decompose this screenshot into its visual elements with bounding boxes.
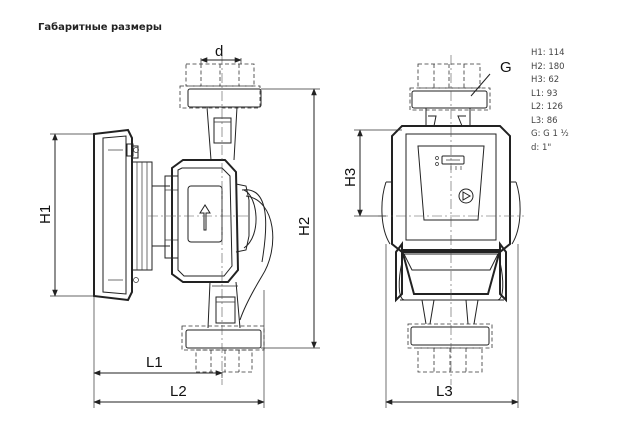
- side-bottom-nut: [181, 325, 265, 373]
- front-dimensions: G H3 L3: [342, 59, 519, 408]
- side-top-nut: [179, 63, 261, 109]
- front-top-nut: [409, 63, 491, 111]
- side-stator: [131, 161, 170, 271]
- side-volute-outlet: [239, 195, 274, 321]
- spec-G: G: G 1 ½: [531, 129, 569, 139]
- dimension-label-L1: L1: [146, 354, 163, 371]
- dimension-specs-list: H1: 114 H2: 180 H3: 62 L1: 93 L2: 126 L3…: [531, 47, 569, 155]
- front-bottom-neck: [421, 299, 479, 325]
- front-view: [378, 55, 524, 385]
- front-lower-body: [395, 241, 507, 303]
- spec-H1: H1: 114: [531, 48, 565, 58]
- side-bottom-flange: [185, 329, 262, 349]
- side-view: [93, 55, 274, 385]
- dimension-label-G: G: [500, 59, 512, 76]
- front-top-neck: [425, 108, 471, 127]
- front-bottom-nut: [407, 323, 493, 373]
- side-top-neck: [206, 106, 238, 161]
- spec-L3: L3: 86: [531, 115, 558, 126]
- dimension-label-d: d: [215, 43, 223, 60]
- side-top-flange: [187, 88, 262, 108]
- spec-L1: L1: 93: [531, 88, 558, 99]
- side-dimensions: d H1 H2 L1 L2: [37, 43, 320, 408]
- dimension-label-H3: H3: [342, 168, 359, 187]
- spec-H3: H3: 62: [531, 75, 560, 85]
- front-housing: [381, 125, 521, 253]
- spec-L2: L2: 126: [531, 102, 563, 112]
- side-bottom-neck: [207, 281, 241, 329]
- dimension-label-L3: L3: [436, 383, 453, 400]
- dimension-label-H1: H1: [37, 205, 54, 224]
- dimension-label-H2: H2: [296, 217, 313, 236]
- side-pump-body: [164, 159, 257, 283]
- front-top-flange: [411, 90, 488, 109]
- front-bottom-flange: [410, 326, 490, 346]
- page-title: Габаритные размеры: [38, 22, 162, 33]
- spec-d: d: 1": [531, 142, 552, 153]
- dimension-label-L2: L2: [170, 383, 187, 400]
- spec-H2: H2: 180: [531, 61, 565, 72]
